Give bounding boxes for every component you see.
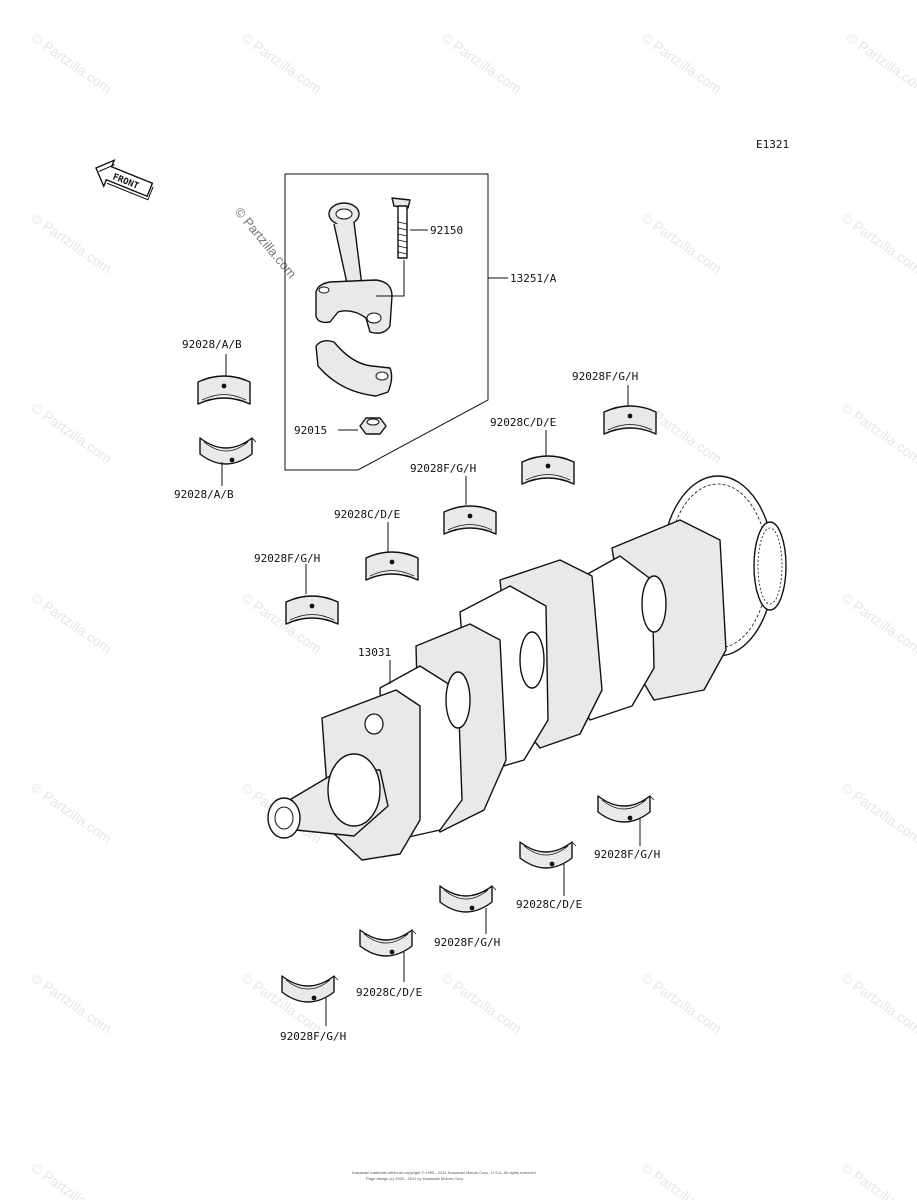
label-lower-4: 92028C/D/E bbox=[356, 986, 422, 999]
svg-text:© Partzilla.com: © Partzilla.com bbox=[838, 969, 917, 1036]
svg-text:© Partzilla.com: © Partzilla.com bbox=[638, 29, 724, 96]
connecting-rod bbox=[315, 202, 393, 334]
label-lower-5: 92028F/G/H bbox=[280, 1030, 346, 1043]
label-upper-1: 92028F/G/H bbox=[254, 552, 320, 565]
svg-text:© Partzilla.com: © Partzilla.com bbox=[838, 209, 917, 276]
svg-text:© Partzilla.com: © Partzilla.com bbox=[28, 1159, 114, 1200]
svg-text:© Partzilla.com: © Partzilla.com bbox=[838, 1159, 917, 1200]
label-lower-3: 92028F/G/H bbox=[434, 936, 500, 949]
label-upper-3: 92028F/G/H bbox=[410, 462, 476, 475]
label-92015: 92015 bbox=[294, 424, 327, 437]
nut bbox=[359, 417, 387, 435]
label-13251: 13251/A bbox=[510, 272, 557, 285]
conrod-bearing-upper bbox=[197, 375, 251, 405]
main-bearing-lower-5 bbox=[281, 975, 339, 1003]
main-bearing-upper-1 bbox=[285, 595, 339, 625]
label-lower-2: 92028C/D/E bbox=[516, 898, 582, 911]
label-92028AB-bottom: 92028/A/B bbox=[174, 488, 234, 501]
label-92028AB-top: 92028/A/B bbox=[182, 338, 242, 351]
svg-text:© Partzilla.com: © Partzilla.com bbox=[28, 969, 114, 1036]
conrod-bearing-lower bbox=[199, 437, 257, 465]
svg-text:© Partzilla.com: © Partzilla.com bbox=[28, 399, 114, 466]
label-upper-5: 92028F/G/H bbox=[572, 370, 638, 383]
main-bearing-lower-2 bbox=[519, 841, 577, 869]
connecting-rod-cap bbox=[315, 339, 393, 397]
main-bearing-upper-5 bbox=[603, 405, 657, 435]
svg-text:© Partzilla.com: © Partzilla.com bbox=[28, 209, 114, 276]
diagram-code: E1321 bbox=[756, 138, 789, 151]
svg-text:© Partzilla.com: © Partzilla.com bbox=[28, 589, 114, 656]
main-bearing-upper-3 bbox=[443, 505, 497, 535]
label-lower-1: 92028F/G/H bbox=[594, 848, 660, 861]
footer-design: Page design (c) 2002 - 2011 by Kawasaki … bbox=[366, 1176, 464, 1181]
svg-text:© Partzilla.com: © Partzilla.com bbox=[28, 29, 114, 96]
svg-text:© Partzilla.com: © Partzilla.com bbox=[638, 969, 724, 1036]
svg-text:© Partzilla.com: © Partzilla.com bbox=[438, 29, 524, 96]
main-bearing-upper-4 bbox=[521, 455, 575, 485]
main-bearing-upper-2 bbox=[365, 551, 419, 581]
watermark-center: © Partzilla.com bbox=[232, 204, 300, 281]
label-92150: 92150 bbox=[430, 224, 463, 237]
conrod-assembly-box bbox=[284, 173, 489, 471]
label-13031: 13031 bbox=[358, 646, 391, 659]
main-bearing-lower-3 bbox=[439, 885, 497, 913]
svg-text:© Partzilla.com: © Partzilla.com bbox=[838, 399, 917, 466]
svg-text:© Partzilla.com: © Partzilla.com bbox=[838, 589, 917, 656]
svg-text:© Partzilla.com: © Partzilla.com bbox=[238, 29, 324, 96]
label-upper-4: 92028C/D/E bbox=[490, 416, 556, 429]
svg-text:© Partzilla.com: © Partzilla.com bbox=[638, 209, 724, 276]
front-arrow-icon: FRONT bbox=[95, 158, 154, 201]
main-bearing-lower-4 bbox=[359, 929, 417, 957]
svg-text:© Partzilla.com: © Partzilla.com bbox=[838, 779, 917, 846]
main-bearing-lower-1 bbox=[597, 795, 655, 823]
footer-copyright: Kawasaki materials within all copyright … bbox=[352, 1170, 537, 1175]
label-upper-2: 92028C/D/E bbox=[334, 508, 400, 521]
svg-text:© Partzilla.com: © Partzilla.com bbox=[638, 1159, 724, 1200]
svg-text:© Partzilla.com: © Partzilla.com bbox=[843, 29, 917, 96]
crankshaft bbox=[267, 475, 787, 861]
bolt bbox=[376, 197, 411, 297]
svg-text:© Partzilla.com: © Partzilla.com bbox=[438, 969, 524, 1036]
svg-text:© Partzilla.com: © Partzilla.com bbox=[28, 779, 114, 846]
